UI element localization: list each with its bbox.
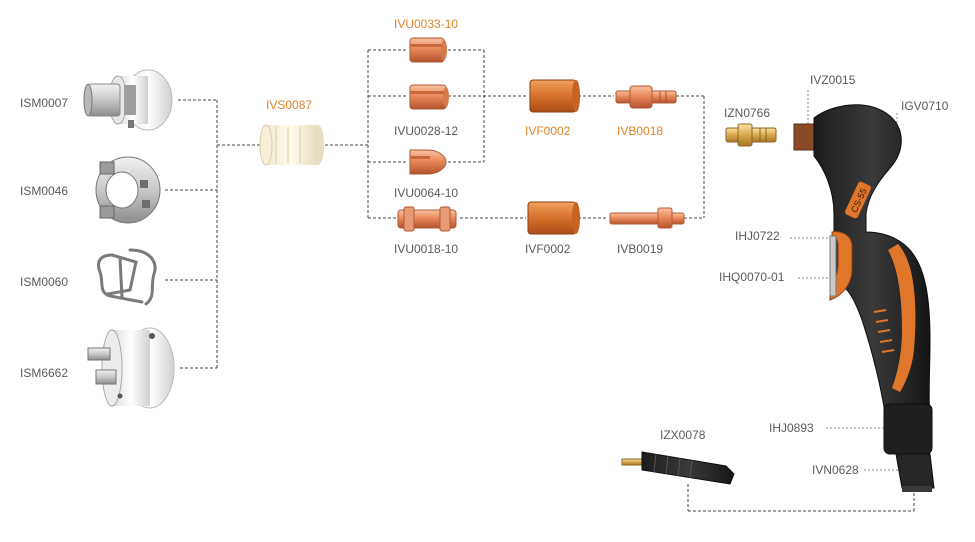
label-ivn0628: IVN0628 <box>812 463 859 477</box>
label-ivf0002-top: IVF0002 <box>525 124 571 138</box>
part-ivu0064-10 <box>409 149 447 175</box>
torch-body: CS-55 <box>793 104 935 492</box>
label-ivz0015: IVZ0015 <box>810 73 856 87</box>
label-izx0078: IZX0078 <box>660 428 706 442</box>
part-ism0046 <box>95 156 161 224</box>
part-ism0060 <box>97 248 157 306</box>
part-ivu0033-10 <box>409 37 447 63</box>
part-izn0766 <box>725 123 777 147</box>
label-ihj0893: IHJ0893 <box>769 421 814 435</box>
label-ism0046: ISM0046 <box>20 184 69 198</box>
part-ism6662 <box>87 327 175 409</box>
part-ivf0002-bottom <box>527 201 580 235</box>
label-ihj0722: IHJ0722 <box>735 229 780 243</box>
connector-lines <box>165 49 915 512</box>
part-ivu0018-10 <box>397 206 457 232</box>
label-ivu0028-12: IVU0028-12 <box>394 124 459 138</box>
label-igv0710: IGV0710 <box>901 99 949 113</box>
label-ihq0070-01: IHQ0070-01 <box>719 270 785 284</box>
part-ivz0015 <box>793 123 817 151</box>
label-ivu0033-10: IVU0033-10 <box>394 17 459 31</box>
label-ism0060: ISM0060 <box>20 275 69 289</box>
part-ivs0087 <box>259 124 324 166</box>
label-ivb0018: IVB0018 <box>617 124 664 138</box>
label-ivs0087: IVS0087 <box>266 98 313 112</box>
part-ivb0018 <box>615 85 677 109</box>
part-ivb0019 <box>609 207 685 229</box>
label-ivu0064-10: IVU0064-10 <box>394 186 459 200</box>
leader-lines <box>750 90 900 471</box>
part-ivf0002-top <box>529 79 580 113</box>
label-izn0766: IZN0766 <box>724 106 771 120</box>
part-ism0007 <box>83 69 173 131</box>
part-izx0078 <box>621 451 735 485</box>
label-ivf0002-bottom: IVF0002 <box>525 242 571 256</box>
label-ivu0018-10: IVU0018-10 <box>394 242 459 256</box>
label-ism0007: ISM0007 <box>20 96 69 110</box>
label-ivb0019: IVB0019 <box>617 242 664 256</box>
part-ivu0028-12 <box>409 84 449 110</box>
label-ism6662: ISM6662 <box>20 366 69 380</box>
